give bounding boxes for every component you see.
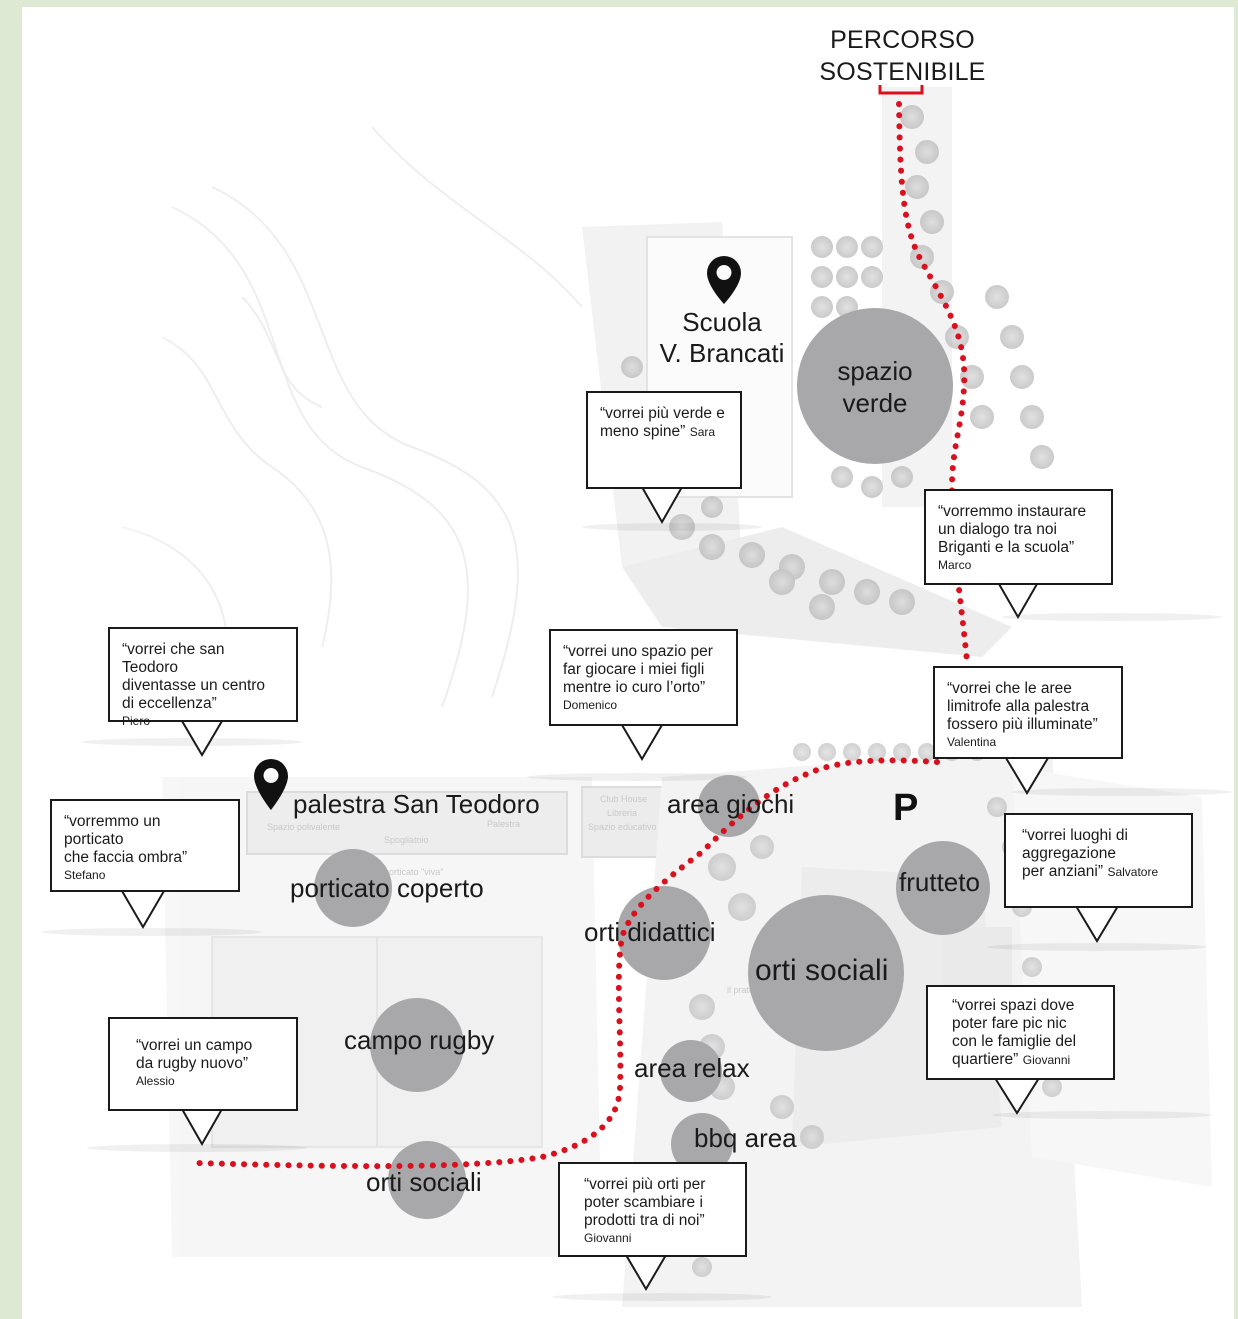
- circle-orti-didattici: [617, 886, 711, 980]
- quote-author: Marco: [938, 558, 972, 572]
- quote-bubble-piero: “vorrei che san Teodoro diventasse un ce…: [108, 627, 298, 728]
- route-title: PERCORSO SOSTENIBILE: [815, 24, 990, 88]
- quote-bubble-domenico: “vorrei uno spazio per far giocare i mie…: [549, 629, 738, 726]
- quote-bubble-salvatore: “vorrei luoghi di aggregazione per anzia…: [1004, 813, 1193, 908]
- spazio-verde-label: spazio verde: [815, 355, 935, 419]
- quote-text: “vorremmo un porticato che faccia ombra”: [64, 813, 188, 866]
- quote-bubble-marco: “vorremmo instaurare un dialogo tra noi …: [924, 489, 1113, 585]
- circle-area-relax: [660, 1040, 722, 1102]
- quote-text: “vorrei più verde e meno spine”: [600, 405, 725, 440]
- gym-label: palestra San Teodoro: [293, 789, 540, 819]
- route-title-line1: PERCORSO: [830, 26, 975, 54]
- school-label: Scuola V. Brancati: [652, 307, 792, 369]
- plan-label-spazio-polivalente: Spazio polivalente: [267, 822, 340, 832]
- plan-label-libreria: Libreria: [607, 808, 637, 818]
- quote-text: “vorrei uno spazio per far giocare i mie…: [563, 643, 713, 696]
- map-page: Spazio polivalente Spogliatoio Palestra …: [22, 7, 1234, 1319]
- porticato-label: porticato coperto: [290, 873, 484, 903]
- plan-label-porticato-viva: porticato "viva": [384, 867, 443, 877]
- quote-text: “vorrei più orti per poter scambiare i p…: [584, 1176, 706, 1229]
- quote-bubble-stefano: “vorremmo un porticato che faccia ombra”…: [50, 799, 240, 892]
- school-trees: [621, 105, 1074, 620]
- bubble-shadows: [42, 523, 1232, 1301]
- quote-bubble-giovanni-orti: “vorrei più orti per poter scambiare i p…: [558, 1162, 747, 1257]
- orti-didattici-label: orti didattici: [584, 917, 716, 947]
- quote-text: “vorrei che le aree limitrofe alla pales…: [947, 680, 1098, 733]
- orti-sociali-small-label: orti sociali: [366, 1167, 482, 1197]
- quote-author: Salvatore: [1107, 865, 1159, 879]
- circle-campo-rugby: [370, 998, 464, 1092]
- circle-frutteto: [896, 841, 990, 935]
- orti-sociali-large-label: orti sociali: [755, 954, 889, 987]
- quote-author: Piero: [122, 714, 151, 728]
- route-end-bracket: [878, 85, 924, 95]
- circle-porticato: [314, 849, 392, 927]
- plan-labels: Spazio polivalente Spogliatoio Palestra …: [267, 794, 754, 995]
- plan-label-spogliatoio: Spogliatoio: [384, 835, 429, 845]
- quote-text: “vorrei spazi dove poter fare pic nic co…: [952, 997, 1077, 1068]
- circle-orti-sociali-large: [748, 895, 904, 1051]
- pin-icons: [254, 256, 741, 810]
- route-title-line2: SOSTENIBILE: [819, 58, 986, 86]
- quote-text: “vorremmo instaurare un dialogo tra noi …: [938, 503, 1087, 556]
- quote-author: Stefano: [64, 868, 106, 882]
- circle-orti-sociali-small: [388, 1141, 466, 1219]
- quote-bubble-giovanni-picnic: “vorrei spazi dove poter fare pic nic co…: [926, 985, 1115, 1080]
- quote-author: Sara: [689, 425, 716, 439]
- area-relax-label: area relax: [634, 1053, 750, 1083]
- plan-label-il-prato: il prato: [727, 985, 754, 995]
- quote-author: Alessio: [136, 1074, 175, 1088]
- area-circles: [314, 308, 990, 1219]
- spazio-verde-line1: spazio: [837, 356, 913, 386]
- quote-text: “vorrei un campo da rugby nuovo”: [136, 1037, 253, 1072]
- plan-label-palestra: Palestra: [487, 819, 520, 829]
- quote-author: Valentina: [947, 735, 997, 749]
- plan-label-club-house: Club House: [600, 794, 647, 804]
- area-giochi-label: area giochi: [667, 789, 795, 819]
- school-pin-icon: [707, 256, 741, 304]
- circle-area-giochi: [698, 775, 760, 837]
- bbq-area-label: bbq area: [694, 1123, 797, 1153]
- school-label-line2: V. Brancati: [659, 338, 785, 368]
- circle-spazio-verde: [797, 308, 953, 464]
- plan-label-spazio-educativo: Spazio educativo: [588, 822, 657, 832]
- spazio-verde-line2: verde: [842, 388, 908, 418]
- campo-rugby-label: campo rugby: [344, 1025, 495, 1055]
- school-label-line1: Scuola: [682, 307, 762, 337]
- frutteto-label: frutteto: [899, 867, 980, 897]
- quote-text: “vorrei luoghi di aggregazione per anzia…: [1022, 827, 1128, 880]
- quote-bubble-sara: “vorrei più verde e meno spine” Sara: [586, 391, 742, 489]
- circle-bbq: [671, 1113, 733, 1175]
- parking-label: P: [893, 787, 919, 829]
- quote-author: Giovanni: [1022, 1053, 1071, 1067]
- quote-bubble-valentina: “vorrei che le aree limitrofe alla pales…: [933, 666, 1123, 759]
- gym-pin-icon: [254, 759, 288, 810]
- quote-author: Domenico: [563, 698, 618, 712]
- quote-text: “vorrei che san Teodoro diventasse un ce…: [122, 641, 266, 712]
- quote-bubble-alessio: “vorrei un campo da rugby nuovo” Alessio: [108, 1017, 298, 1111]
- quote-author: Giovanni: [584, 1231, 632, 1245]
